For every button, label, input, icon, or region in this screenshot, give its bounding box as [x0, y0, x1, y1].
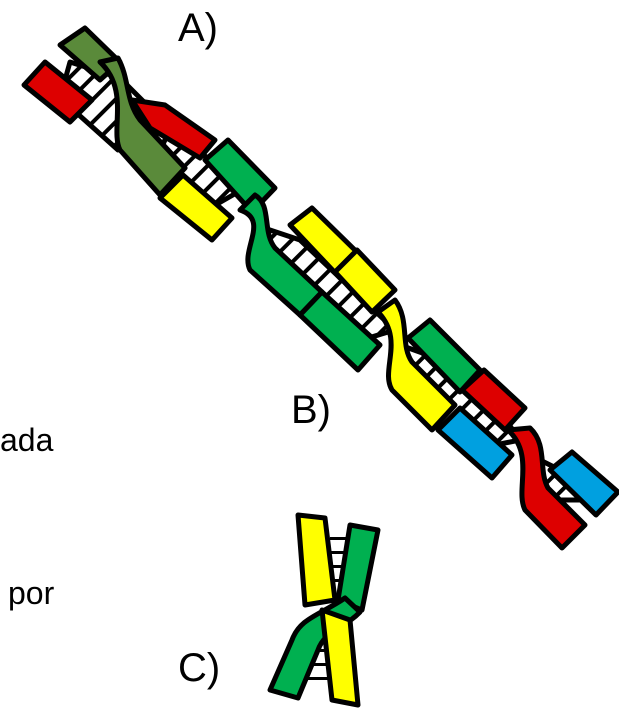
strand-green-right	[405, 317, 483, 395]
strand-red-top	[21, 59, 95, 125]
strand-blue-end	[547, 449, 619, 518]
short-yellow-strand-bottom	[319, 607, 361, 708]
strand-red-mid	[129, 97, 218, 161]
strand-yellow-cross	[375, 297, 458, 433]
label-b: B)	[291, 388, 331, 432]
strand-blue	[435, 405, 515, 481]
short-yellow-strand-top	[295, 512, 338, 608]
strand-green-lower	[297, 289, 383, 373]
short-green-strand-top	[335, 522, 381, 613]
side-text-fragment-1: ada	[0, 422, 54, 458]
short-dna-helix	[267, 512, 381, 708]
side-text-fragment-2: por	[8, 575, 55, 611]
label-c: C)	[178, 646, 221, 690]
label-a: A)	[178, 6, 218, 50]
strand-red-right	[459, 367, 528, 433]
strand-red-cross	[505, 425, 588, 551]
strand-yellow-mid	[332, 247, 398, 315]
strand-yellow-lower	[157, 172, 235, 243]
long-dna-helix	[21, 25, 619, 551]
